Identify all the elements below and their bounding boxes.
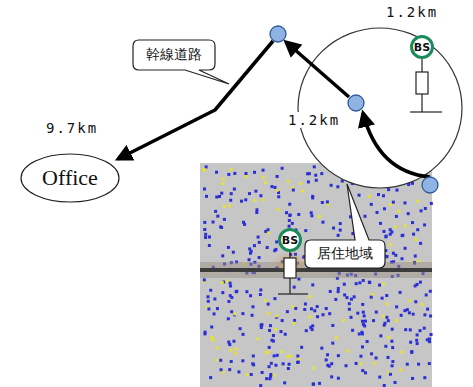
node-text: 幹線道路 xyxy=(146,46,202,64)
node-text: BS xyxy=(282,234,298,247)
node-text: 居住地域 xyxy=(317,245,373,263)
map-area xyxy=(200,163,432,387)
distance-label: 9.7km xyxy=(44,120,100,136)
residential-outline xyxy=(298,28,462,188)
base-station: BS xyxy=(410,35,434,59)
route-point xyxy=(270,26,438,193)
node-text: BS xyxy=(414,41,430,54)
callout-box: 幹線道路 xyxy=(133,40,215,70)
route-line xyxy=(118,41,430,177)
distance-label: 1.2km xyxy=(286,112,342,128)
callout-box: 居住地域 xyxy=(305,240,385,268)
distance-label: 1.2km xyxy=(384,4,440,20)
office-ellipse: Office xyxy=(20,153,120,203)
node-text: Office xyxy=(42,165,98,191)
map-road xyxy=(200,268,432,272)
base-station: BS xyxy=(278,228,302,252)
antenna-symbol xyxy=(410,59,442,112)
antenna-symbol xyxy=(278,252,308,294)
